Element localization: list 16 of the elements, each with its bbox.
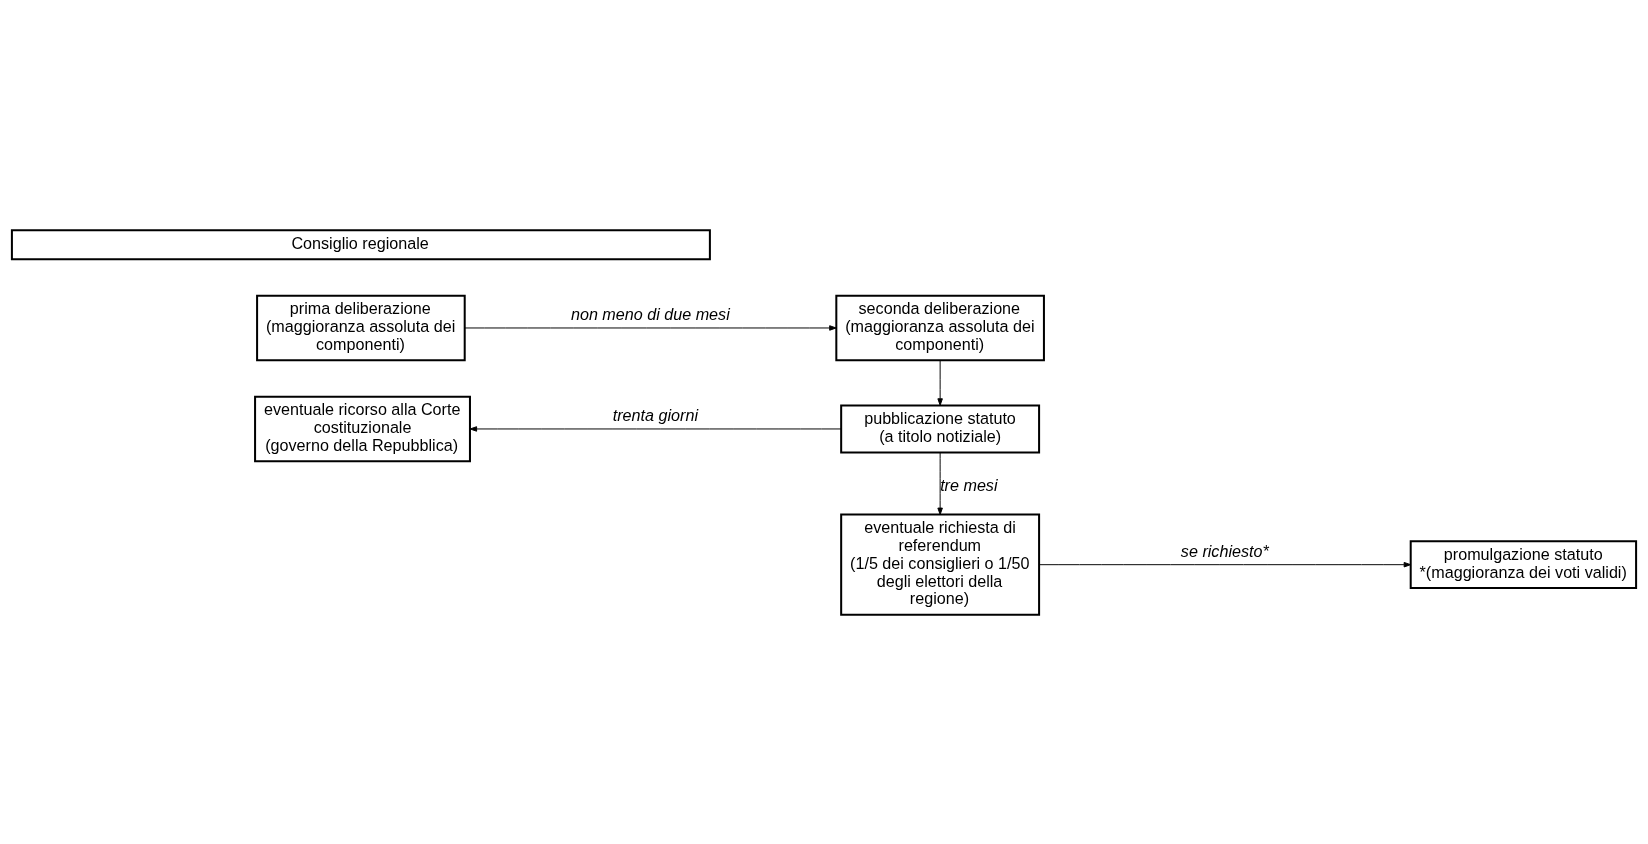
arrow bbox=[937, 451, 943, 515]
node-box: seconda deliberazione (maggioranza assoluta dei componenti) bbox=[835, 294, 1045, 361]
edge-label: tre mesi bbox=[940, 475, 998, 494]
arrow bbox=[469, 425, 842, 432]
edge-label: se richiesto* bbox=[1180, 541, 1269, 560]
edge-label: trenta giorni bbox=[612, 405, 698, 424]
arrow bbox=[937, 359, 943, 406]
node-box: prima deliberazione (maggioranza assoluta dei componenti) bbox=[256, 294, 466, 361]
node-box: pubblicazione statuto (a titolo notiziale) bbox=[840, 404, 1041, 453]
node-box: Consiglio regionale bbox=[10, 228, 711, 260]
node-box: eventuale ricorso alla Corte costituzionale (governo della Repubblica) bbox=[254, 395, 471, 462]
node-box: promulgazione statuto *(maggioranza dei voti validi) bbox=[1409, 539, 1638, 589]
node-box: eventuale richiesta di referendum (1/5 dei consiglieri o 1/50 degli elettori della regione) bbox=[840, 513, 1041, 616]
edge-label: non meno di due mesi bbox=[570, 304, 730, 323]
arrow bbox=[1038, 561, 1412, 567]
arrow bbox=[464, 324, 837, 331]
